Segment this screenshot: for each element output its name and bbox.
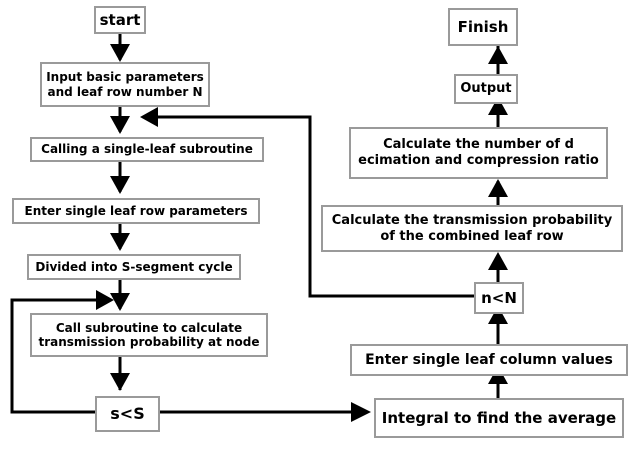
arrowhead [488,252,508,270]
arrowhead [110,293,130,311]
node-calc-combined-probability: Calculate the transmission probability o… [321,205,623,252]
arrowhead [488,46,508,64]
node-calling-subroutine: Calling a single-leaf subroutine [30,137,264,162]
arrowhead [110,44,130,62]
node-call-subroutine-node: Call subroutine to calculate transmissio… [30,313,268,357]
arrowhead [110,373,130,391]
node-calc-decimation: Calculate the number of d ecimation and … [349,127,608,179]
arrowhead [488,97,508,115]
node-start: start [94,6,146,34]
arrowhead [110,176,130,194]
node-output: Output [454,74,518,104]
loop-n-back [155,115,474,298]
arrowhead [488,306,508,324]
arrowhead [110,116,130,134]
node-enter-row-parameters: Enter single leaf row parameters [12,198,260,224]
arrowhead [140,107,158,127]
arrowhead [110,233,130,251]
node-finish: Finish [448,8,518,46]
node-decision-s: s<S [95,396,160,432]
node-input-parameters: Input basic parameters and leaf row numb… [40,62,210,107]
node-divided-segments: Divided into S-segment cycle [27,254,241,280]
node-integral-average: Integral to find the average [374,398,624,438]
arrowhead [351,402,371,422]
node-decision-n: n<N [474,282,524,314]
arrowhead [488,179,508,197]
arrowhead [96,290,114,310]
loop-s-back [10,298,104,414]
node-enter-column-values: Enter single leaf column values [350,344,628,376]
